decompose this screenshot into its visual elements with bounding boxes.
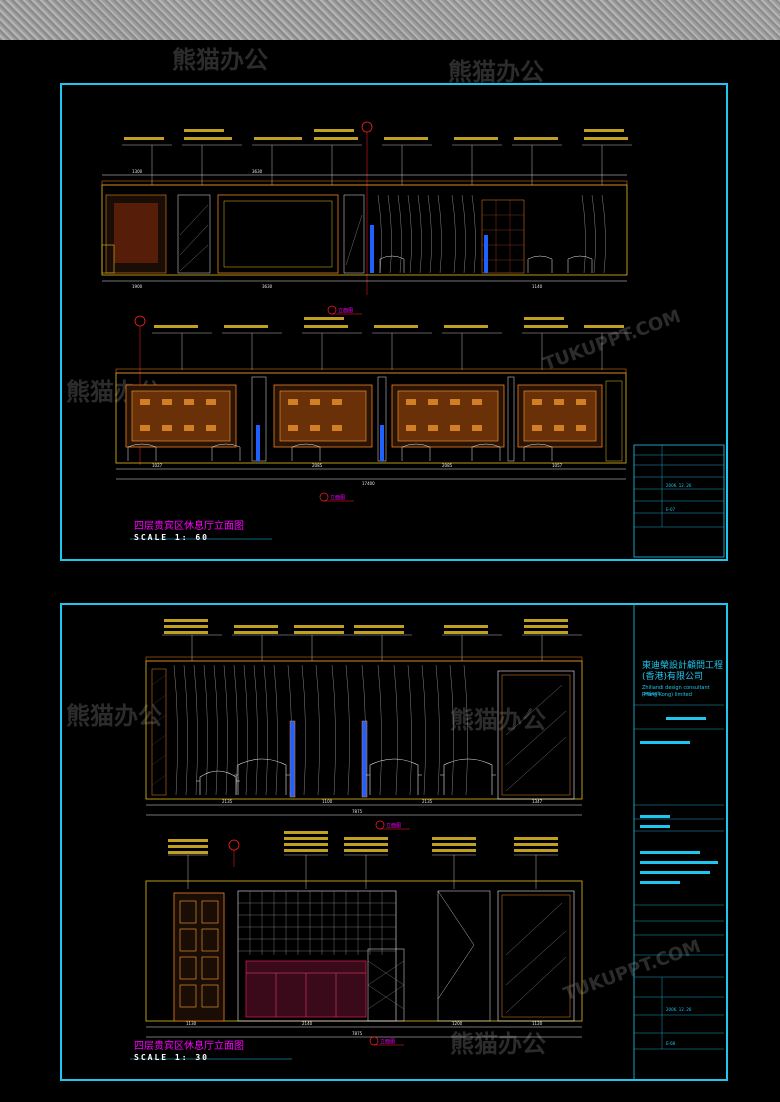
elevation-tag: 立面图 [386, 822, 401, 829]
sheet-two-scale: SCALE 1: 30 [134, 1053, 209, 1062]
top-noise-band [0, 0, 780, 40]
titleblock-date: 2006. 12. 26 [666, 483, 692, 488]
dim-text: 1130 [186, 1021, 197, 1026]
dim-text: 3630 [262, 284, 273, 289]
drawing-sheet-one: 1300 3630 [60, 83, 728, 561]
sheet-one-scale: SCALE 1: 60 [134, 533, 209, 542]
dim-text: 1100 [322, 799, 333, 804]
company-line-2: (香港)有限公司 [642, 672, 704, 682]
dim-text: 1027 [152, 463, 163, 468]
sheet-one-drawing: 1300 3630 [101, 121, 725, 558]
company-name-en-2: (Hong Kong) limited [642, 692, 692, 698]
elevation-tag: 立面图 [330, 494, 345, 501]
elevation-tag: 立面图 [380, 1038, 395, 1045]
sheet-two-title: 四层贵宾区休息厅立面图 [134, 1041, 244, 1052]
elevation-a: 1300 3630 [101, 121, 632, 315]
dim-text: 1300 [132, 169, 143, 174]
dim-text: 2135 [422, 799, 433, 804]
company-line-1: 東迪榮設計顧問工程 [642, 661, 724, 671]
dim-text: 2135 [222, 799, 233, 804]
dim-text: 2085 [442, 463, 453, 468]
sheet-two-drawing: 2135 1100 2135 1347 7875 立面图 [130, 605, 724, 1079]
drawing-sheet-two: 2135 1100 2135 1347 7875 立面图 [60, 603, 728, 1081]
dim-text: 1900 [132, 284, 143, 289]
titleblock-code: E-07 [666, 507, 676, 512]
watermark: 熊猫办公 [448, 58, 544, 86]
titleblock-code: E-08 [666, 1041, 676, 1046]
titleblock-date: 2006. 12. 26 [666, 1007, 692, 1012]
dim-text: 1057 [552, 463, 563, 468]
elevation-d: 1130 2140 1200 1120 7875 立面图 [145, 831, 583, 1046]
dim-text: 1120 [532, 1021, 543, 1026]
elevation-c: 2135 1100 2135 1347 7875 立面图 [145, 619, 583, 830]
dim-text: 2085 [312, 463, 323, 468]
dim-text: 1347 [532, 799, 543, 804]
company-name-cn: 東迪榮設計顧問工程 (香港)有限公司 [642, 661, 723, 683]
sheet-one-title: 四层贵宾区休息厅立面图 [134, 521, 244, 532]
dim-text: 1140 [532, 284, 543, 289]
dim-text: 17400 [362, 481, 375, 486]
elevation-tag: 立面图 [338, 307, 353, 314]
elevation-b: 1027 2085 2085 1057 17400 立面图 [115, 315, 632, 502]
dim-text: 1200 [452, 1021, 463, 1026]
dim-text: 2140 [302, 1021, 313, 1026]
company-name-en-1: Zhiliandi design consultant project [642, 685, 710, 697]
dim-text: 7875 [352, 1031, 363, 1036]
watermark: 熊猫办公 [172, 46, 268, 74]
dim-text: 3630 [252, 169, 263, 174]
dim-text: 7875 [352, 809, 363, 814]
